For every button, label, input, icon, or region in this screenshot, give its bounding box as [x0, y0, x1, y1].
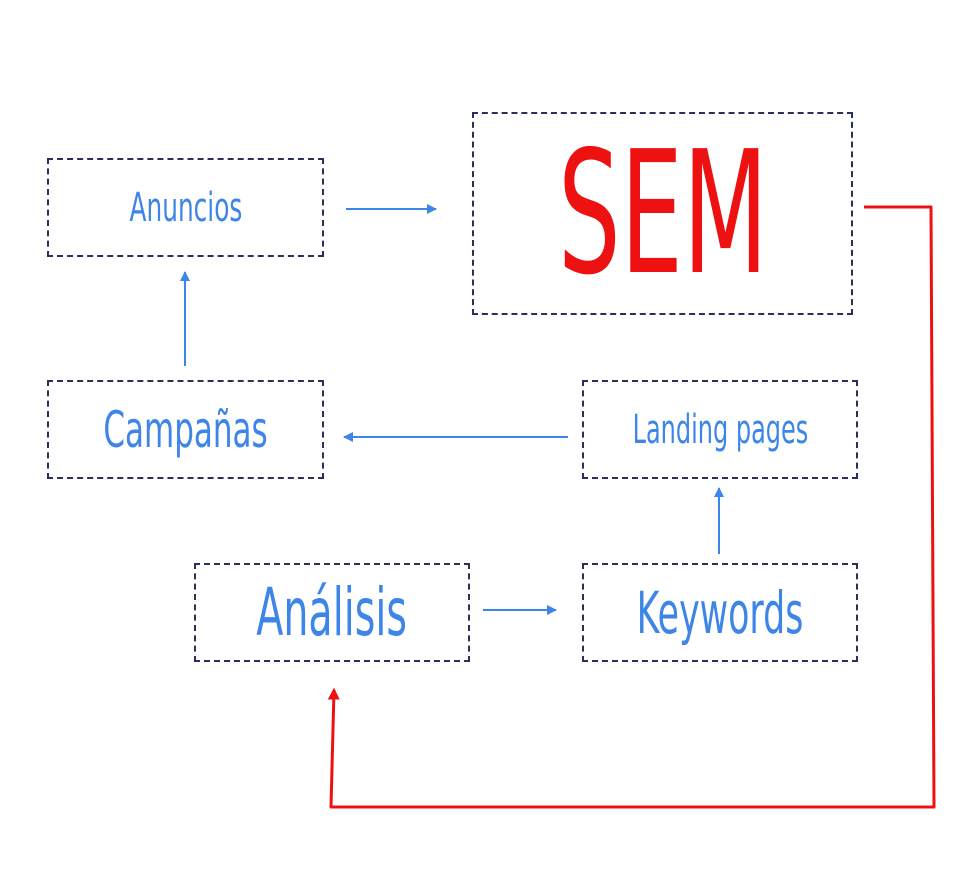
node-campanas: Campañas: [47, 380, 324, 479]
arrow-sem-to-analisis: [327, 205, 936, 809]
node-landing-pages: Landing pages: [582, 380, 858, 479]
node-landing-pages-label: Landing pages: [632, 406, 808, 453]
node-analisis-label: Análisis: [256, 573, 408, 651]
node-sem: SEM: [472, 112, 853, 315]
node-anuncios: Anuncios: [47, 158, 324, 257]
node-campanas-label: Campañas: [103, 400, 268, 459]
node-analisis: Análisis: [194, 563, 470, 662]
node-sem-label: SEM: [557, 114, 768, 313]
node-keywords-label: Keywords: [636, 578, 804, 647]
node-keywords: Keywords: [582, 563, 858, 662]
node-anuncios-label: Anuncios: [129, 184, 242, 231]
